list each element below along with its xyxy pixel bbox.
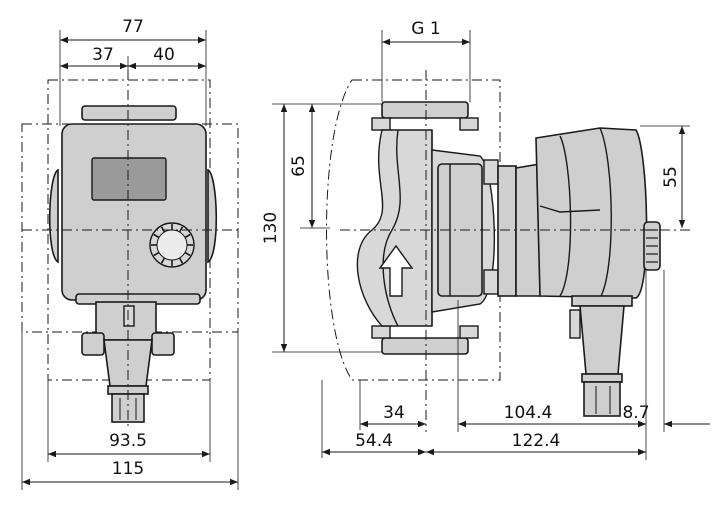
dim-104-4-label: 104.4 (504, 403, 553, 423)
dim-115-label: 115 (112, 459, 144, 479)
upper-bolt (483, 159, 499, 185)
side-bottom-flange (381, 337, 469, 355)
bottom-flange-hub-right (459, 325, 479, 339)
side-top-flange (381, 101, 469, 119)
display-screen (91, 157, 167, 201)
dim-77-label: 77 (122, 17, 144, 37)
dim-34-label: 34 (383, 403, 405, 423)
bottom-flange-hub-left (371, 325, 391, 339)
flange-plate (497, 165, 517, 297)
front-housing (61, 123, 207, 301)
side-dimensions: G 1 130 65 55 34 54.4 104.4 8.7 (261, 19, 710, 460)
dim-40-label: 40 (153, 45, 175, 65)
dim-65-label: 65 (289, 155, 309, 177)
adjust-knob-icon (149, 222, 195, 268)
motor-body (535, 127, 648, 299)
top-flange-bar (81, 105, 177, 121)
cable-clip (123, 305, 135, 327)
motor-connector-base (571, 295, 633, 307)
right-boss (207, 168, 218, 264)
motor-connector (579, 305, 625, 375)
motor-plug (583, 381, 621, 417)
thread-label: G 1 (411, 19, 440, 39)
front-dimensions: 77 37 40 93.5 115 (21, 17, 239, 490)
arrow-up-icon (378, 244, 414, 297)
dim-54-4-label: 54.4 (355, 431, 393, 451)
motor-clip (569, 309, 581, 339)
left-boss (48, 168, 59, 264)
dim-37-label: 37 (92, 45, 114, 65)
side-envelope (326, 79, 501, 381)
front-view (21, 70, 240, 430)
dim-122-4-label: 122.4 (512, 431, 561, 451)
lower-bolt (483, 269, 499, 295)
dim-8-7-label: 8.7 (622, 403, 649, 423)
dim-55-label: 55 (661, 166, 681, 188)
top-flange-hub-left (371, 117, 391, 131)
dim-93-5-label: 93.5 (109, 431, 147, 451)
left-bottom-flange (81, 332, 105, 356)
right-bottom-flange (151, 332, 175, 356)
motor-connector-ring (581, 373, 623, 383)
dim-130-label: 130 (261, 212, 281, 244)
top-flange-hub-right (459, 117, 479, 131)
side-view (326, 70, 690, 432)
volute-left (356, 129, 433, 327)
